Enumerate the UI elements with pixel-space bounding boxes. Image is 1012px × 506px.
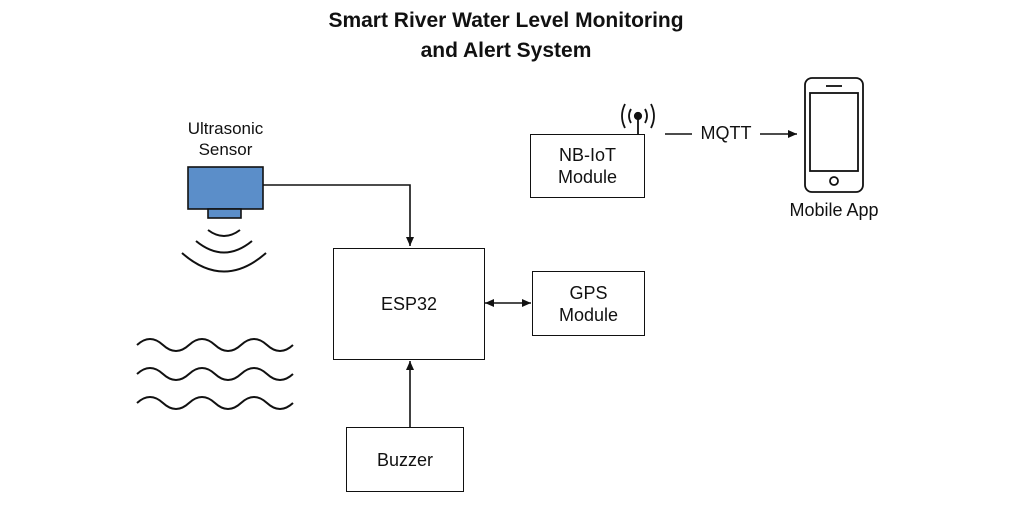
antenna-tip [633, 111, 643, 121]
phone-screen [809, 92, 859, 172]
buzzer-box: Buzzer [346, 427, 464, 492]
antenna-signal-right-1 [644, 108, 648, 124]
mobile-app-label: Mobile App [789, 200, 879, 220]
diagram-title: Smart River Water Level Monitoring and A… [0, 6, 1012, 66]
sensor-body [187, 166, 264, 210]
antenna-icon [621, 103, 655, 135]
sound-wave-arc-1 [207, 229, 241, 237]
sensor-transducer [207, 208, 242, 219]
mqtt-label: MQTT [700, 123, 752, 143]
phone-home-button [829, 176, 839, 186]
gps-label-line-2: Module [558, 304, 619, 325]
sensor-label-line-2: Sensor [198, 140, 253, 159]
smartphone-icon [804, 77, 864, 193]
nbiot-module-box: NB-IoT Module [530, 134, 645, 198]
water-wave-2 [136, 367, 294, 381]
sensor-label-line-1: Ultrasonic [187, 119, 264, 138]
nbiot-label-line-2: Module [557, 167, 618, 187]
ultrasonic-sensor-icon [187, 166, 264, 219]
sound-wave-arc-3 [181, 252, 267, 273]
nbiot-label-line-1: NB-IoT [558, 145, 616, 165]
title-line-2: and Alert System [420, 39, 592, 62]
water-waves-icon [136, 338, 294, 410]
buzzer-label: Buzzer [376, 449, 434, 470]
gps-module-box: GPS Module [532, 271, 645, 336]
water-wave-3 [136, 396, 294, 410]
title-line-1: Smart River Water Level Monitoring [328, 9, 684, 32]
phone-body [804, 77, 864, 193]
water-wave-1 [136, 338, 294, 352]
antenna-signal-left-2 [621, 103, 626, 129]
esp32-box: ESP32 [333, 248, 485, 360]
esp32-label: ESP32 [380, 294, 438, 314]
sensor-to-esp32-arrow [263, 184, 414, 246]
gps-label-line-1: GPS [569, 282, 608, 303]
sound-wave-arc-2 [195, 240, 253, 254]
antenna-signal-left-1 [628, 108, 632, 124]
sound-wave-icon [181, 229, 267, 273]
sensor-label: Ultrasonic Sensor [168, 118, 283, 160]
antenna-signal-right-2 [650, 103, 655, 129]
